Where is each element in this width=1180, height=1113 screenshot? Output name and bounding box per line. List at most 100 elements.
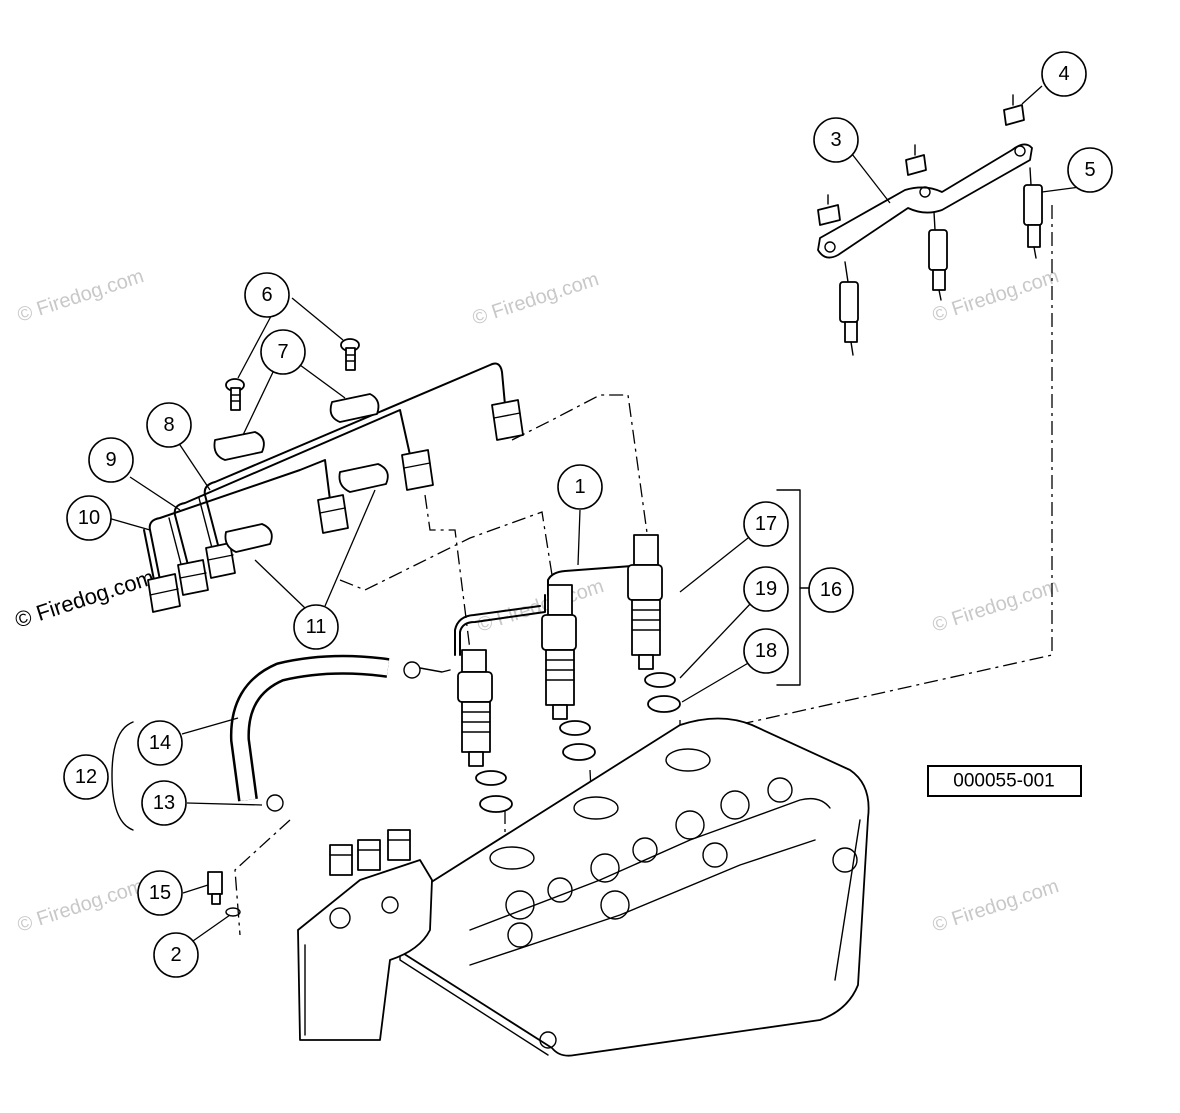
callout-label: 1 <box>574 476 585 498</box>
callout-circle <box>66 495 112 541</box>
callout-circle <box>813 117 859 163</box>
nozzle-gasket <box>475 770 507 786</box>
clamp-lower <box>224 523 273 553</box>
leak-off-pipe <box>454 565 633 656</box>
pipe-nut <box>401 449 434 491</box>
glow-plug <box>928 211 948 301</box>
callout-circle <box>808 567 854 613</box>
doc-number-box: 000055-001 <box>927 765 1082 797</box>
watermark: © Firedog.com <box>930 875 1062 937</box>
callout-1: 1 <box>557 464 603 510</box>
hose-clip <box>403 661 421 679</box>
watermark-dark: © Firedog.com <box>12 564 157 632</box>
doc-number: 000055-001 <box>953 771 1054 792</box>
injection-pipes <box>143 362 524 613</box>
injection-nozzle <box>541 584 577 720</box>
callout-circle <box>1067 147 1113 193</box>
callout-10: 10 <box>66 495 112 541</box>
callout-6: 6 <box>244 272 290 318</box>
heat-seal <box>562 743 596 761</box>
screw <box>340 338 360 371</box>
watermark: © Firedog.com <box>930 575 1062 637</box>
callout-label: 10 <box>78 507 100 529</box>
glow-plug-bus-bar-assembly <box>817 94 1043 356</box>
injection-nozzle <box>457 649 493 767</box>
injection-pipe-8 <box>203 362 506 546</box>
callout-label: 7 <box>277 341 288 363</box>
callout-2: 2 <box>153 932 199 978</box>
callout-label: 4 <box>1058 63 1069 85</box>
bus-bar-nut <box>1003 94 1025 126</box>
nozzle-gasket <box>644 672 676 688</box>
bracket-12 <box>111 721 134 831</box>
callout-13: 13 <box>141 780 187 826</box>
callout-label: 13 <box>153 792 175 814</box>
pipe-clamps <box>213 338 389 553</box>
watermark: © Firedog.com <box>470 268 602 330</box>
injection-pipe-9 <box>173 409 411 566</box>
fuel-injection-pump <box>297 829 433 1041</box>
clamp-upper <box>329 393 380 423</box>
pipe-nut <box>491 399 524 441</box>
callout-15: 15 <box>137 870 183 916</box>
nozzle-gasket <box>559 720 591 736</box>
return-hose-assembly <box>207 654 451 917</box>
callout-label: 5 <box>1084 159 1095 181</box>
glow-plug <box>839 261 859 356</box>
injection-nozzles <box>457 534 681 813</box>
callout-circle <box>137 720 183 766</box>
bleeder-fitting <box>207 871 241 917</box>
injection-nozzle <box>627 534 663 670</box>
callout-circle <box>141 780 187 826</box>
callout-circle <box>63 754 109 800</box>
cylinder-head <box>391 717 870 1057</box>
callout-3: 3 <box>813 117 859 163</box>
callout-circle <box>1041 51 1087 97</box>
callout-14: 14 <box>137 720 183 766</box>
callout-circle <box>153 932 199 978</box>
callout-12: 12 <box>63 754 109 800</box>
callout-label: 8 <box>163 414 174 436</box>
callout-5: 5 <box>1067 147 1113 193</box>
callout-label: 16 <box>820 579 842 601</box>
callout-label: 3 <box>830 129 841 151</box>
pipe-nut <box>147 573 181 613</box>
screw <box>225 378 245 411</box>
callout-9: 9 <box>88 437 134 483</box>
callout-circle <box>743 628 789 674</box>
callout-4: 4 <box>1041 51 1087 97</box>
callout-label: 6 <box>261 284 272 306</box>
callout-label: 15 <box>149 882 171 904</box>
callout-8: 8 <box>146 402 192 448</box>
callout-circle <box>743 566 789 612</box>
pipe-nut <box>317 494 349 534</box>
callout-circle <box>293 604 339 650</box>
callout-label: 17 <box>755 513 777 535</box>
callout-19: 19 <box>743 566 789 612</box>
callout-circle <box>146 402 192 448</box>
callout-circle <box>244 272 290 318</box>
callout-circle <box>137 870 183 916</box>
watermark: © Firedog.com <box>930 265 1062 327</box>
callout-label: 9 <box>105 449 116 471</box>
callout-circle <box>260 329 306 375</box>
clamp-upper <box>213 431 265 461</box>
callout-label: 11 <box>306 616 327 638</box>
clamp-lower <box>338 463 389 493</box>
bus-bar <box>817 143 1033 259</box>
watermark: © Firedog.com <box>15 265 147 327</box>
pipe-nut <box>177 559 209 596</box>
heat-seal <box>647 695 681 713</box>
glow-plug <box>1023 167 1043 259</box>
callout-11: 11 <box>293 604 339 650</box>
pipe-nut <box>205 542 236 579</box>
bus-bar-nut <box>905 144 927 176</box>
callout-17: 17 <box>743 501 789 547</box>
callout-label: 18 <box>755 640 777 662</box>
injection-pipe-10 <box>148 459 331 581</box>
heat-seal <box>479 795 513 813</box>
hose-clip <box>266 794 284 812</box>
callout-label: 2 <box>170 944 181 966</box>
